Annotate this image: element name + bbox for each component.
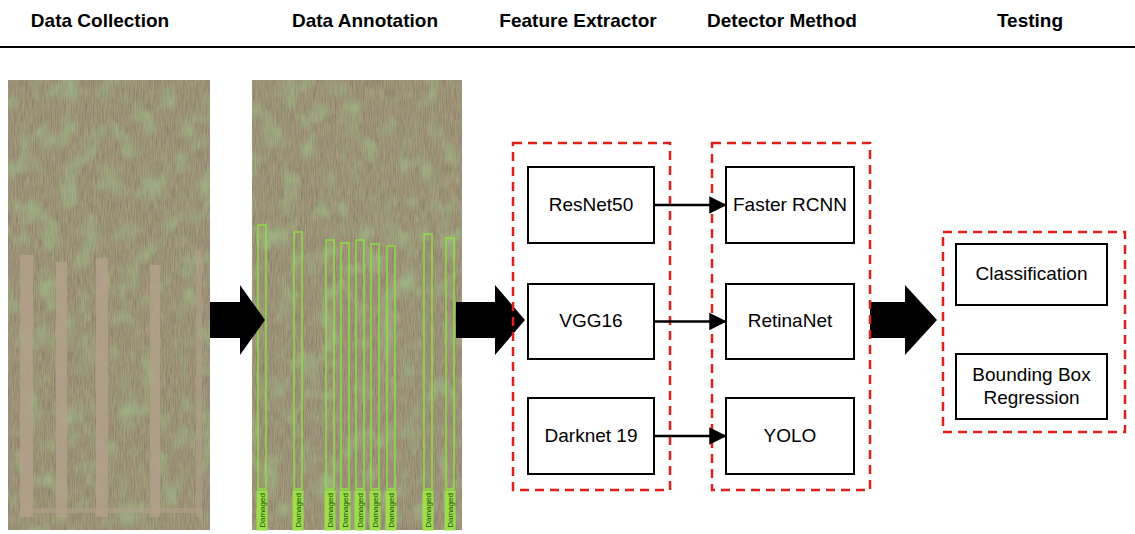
process-box: YOLO [725,397,855,475]
annotation-tag: Damaged [340,490,351,530]
connector-arrow [655,320,725,323]
column-header: Data Collection [0,10,200,32]
annotation-tag: Damaged [445,490,456,530]
annotation-tag: Damaged [257,490,268,530]
header-rule [0,46,1135,48]
connector-arrow [655,204,725,207]
box-label: Faster RCNN [733,194,847,217]
process-box: ResNet50 [527,166,655,244]
box-label: RetinaNet [748,310,833,333]
annotation-tag: Damaged [370,490,381,530]
column-header: Feature Extractor [478,10,678,32]
column-header: Data Annotation [265,10,465,32]
box-label: VGG16 [559,310,622,333]
process-box: Bounding Box Regression [955,353,1108,420]
annotation-tag: Damaged [386,490,397,530]
column-header: Detector Method [682,10,882,32]
box-label: ResNet50 [549,194,634,217]
box-label: Classification [976,263,1088,286]
connector-arrow [655,435,725,438]
process-box: RetinaNet [725,283,855,360]
process-box: VGG16 [527,283,655,360]
box-label: Darknet 19 [545,425,638,448]
process-box: Faster RCNN [725,166,855,244]
process-box: Classification [955,243,1108,306]
annotation-tag: Damaged [325,490,336,530]
annotation-tag: Damaged [293,490,304,530]
group-outline [513,143,1125,490]
annotated-photo [252,80,462,530]
field-photo [8,80,210,530]
box-label: YOLO [764,425,817,448]
column-header: Testing [930,10,1130,32]
annotation-tag: Damaged [423,490,434,530]
annotation-tag: Damaged [355,490,366,530]
process-box: Darknet 19 [527,397,655,475]
box-label: Bounding Box Regression [963,364,1100,410]
